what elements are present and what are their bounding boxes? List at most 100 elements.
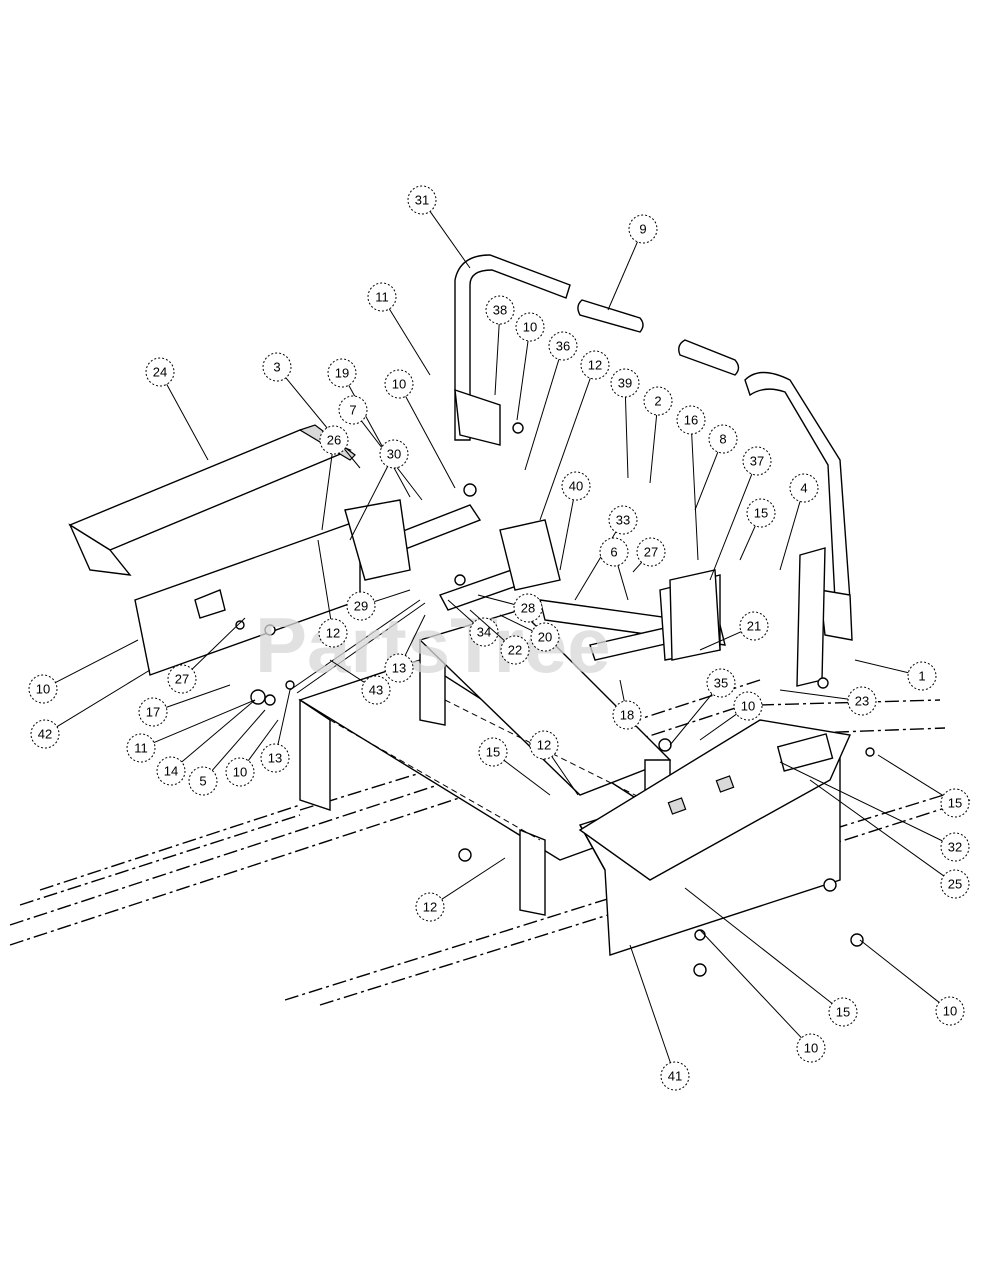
callout-10: 10	[699, 691, 763, 741]
callout-bubble	[660, 1061, 690, 1091]
callout-label: 31	[415, 193, 429, 208]
leader-line	[617, 565, 629, 601]
callout-28: 28	[477, 593, 543, 623]
callout-bubble	[935, 996, 965, 1026]
callout-40: 40	[559, 471, 591, 571]
callout-label: 35	[714, 676, 728, 691]
callout-label: 41	[668, 1069, 682, 1084]
callout-label: 11	[375, 290, 389, 305]
callout-bubble	[367, 282, 397, 312]
callout-bubble	[260, 743, 290, 773]
callout-bubble	[530, 622, 560, 652]
callout-8: 8	[694, 424, 738, 511]
callout-bubble	[548, 331, 578, 361]
callout-42: 42	[30, 669, 151, 749]
leader-line	[699, 713, 737, 741]
leader-line	[669, 693, 713, 746]
callout-15: 15	[684, 887, 858, 1027]
callout-label: 23	[855, 694, 869, 709]
hardware	[235, 422, 875, 977]
callout-33: 33	[574, 505, 638, 601]
callout-12: 12	[539, 350, 610, 521]
callout-label: 15	[754, 506, 768, 521]
callout-label: 21	[747, 619, 761, 634]
callout-bubble	[338, 395, 368, 425]
callout-30: 30	[349, 439, 409, 541]
leader-line	[349, 466, 389, 541]
callout-label: 7	[349, 403, 356, 418]
callout-20: 20	[499, 614, 560, 652]
callout-bubble	[561, 471, 591, 501]
callout-bubble	[733, 691, 763, 721]
callout-17: 17	[138, 684, 231, 727]
callout-label: 43	[369, 683, 383, 698]
callout-10: 10	[515, 312, 545, 421]
leader-line	[56, 669, 151, 728]
callout-bubble	[469, 617, 499, 647]
callout-bubble	[384, 369, 414, 399]
callout-label: 42	[38, 727, 52, 742]
callout-bubble	[225, 757, 255, 787]
callout-label: 2	[654, 394, 661, 409]
callout-bubble	[580, 350, 610, 380]
callout-18: 18	[612, 679, 642, 730]
callout-label: 29	[354, 599, 368, 614]
callout-label: 19	[335, 366, 349, 381]
callout-12: 12	[529, 730, 579, 796]
leader-line	[629, 944, 671, 1063]
callout-label: 28	[521, 601, 535, 616]
callout-label: 15	[948, 796, 962, 811]
callout-11: 11	[126, 699, 256, 763]
callout-label: 17	[146, 705, 160, 720]
callout-label: 10	[392, 377, 406, 392]
callout-label: 24	[153, 365, 167, 380]
callout-label: 30	[387, 447, 401, 462]
callout-12: 12	[317, 539, 348, 648]
callout-11: 11	[367, 282, 431, 376]
callout-label: 22	[508, 643, 522, 658]
leader-line	[447, 599, 474, 624]
callout-14: 14	[156, 699, 256, 786]
callout-label: 32	[948, 840, 962, 855]
leader-line	[854, 659, 909, 674]
callout-label: 18	[620, 708, 634, 723]
callout-bubble	[739, 611, 769, 641]
console-25	[578, 719, 852, 881]
callout-6: 6	[599, 537, 629, 601]
leader-line	[632, 562, 643, 573]
leader-line	[624, 396, 629, 479]
callout-label: 5	[199, 774, 206, 789]
callout-bubble	[318, 618, 348, 648]
leader-line	[739, 525, 756, 561]
callout-label: 27	[175, 672, 189, 687]
leader-line	[191, 617, 246, 670]
callout-bubble	[529, 730, 559, 760]
callout-label: 34	[477, 625, 491, 640]
callout-bubble	[500, 635, 530, 665]
leader-line	[55, 639, 139, 684]
callout-bubble	[706, 668, 736, 698]
callout-label: 25	[948, 877, 962, 892]
callout-bubble	[145, 357, 175, 387]
callout-bubble	[319, 425, 349, 455]
leader-line	[649, 414, 658, 484]
callout-label: 33	[616, 513, 630, 528]
leader-line	[699, 631, 742, 651]
callout-label: 12	[588, 358, 602, 373]
leader-line	[181, 699, 256, 763]
callout-bubble	[346, 591, 376, 621]
callout-bubble	[478, 737, 508, 767]
callout-39: 39	[610, 368, 640, 479]
callout-label: 12	[537, 738, 551, 753]
leader-line	[329, 659, 365, 683]
callout-bubble	[610, 368, 640, 398]
leader-line	[859, 939, 940, 1003]
callout-10: 10	[384, 369, 456, 489]
callout-bubble	[599, 537, 629, 567]
callout-bubble	[361, 675, 391, 705]
callout-bubble	[138, 697, 168, 727]
leader-line	[317, 539, 332, 620]
leader-line	[211, 709, 266, 771]
